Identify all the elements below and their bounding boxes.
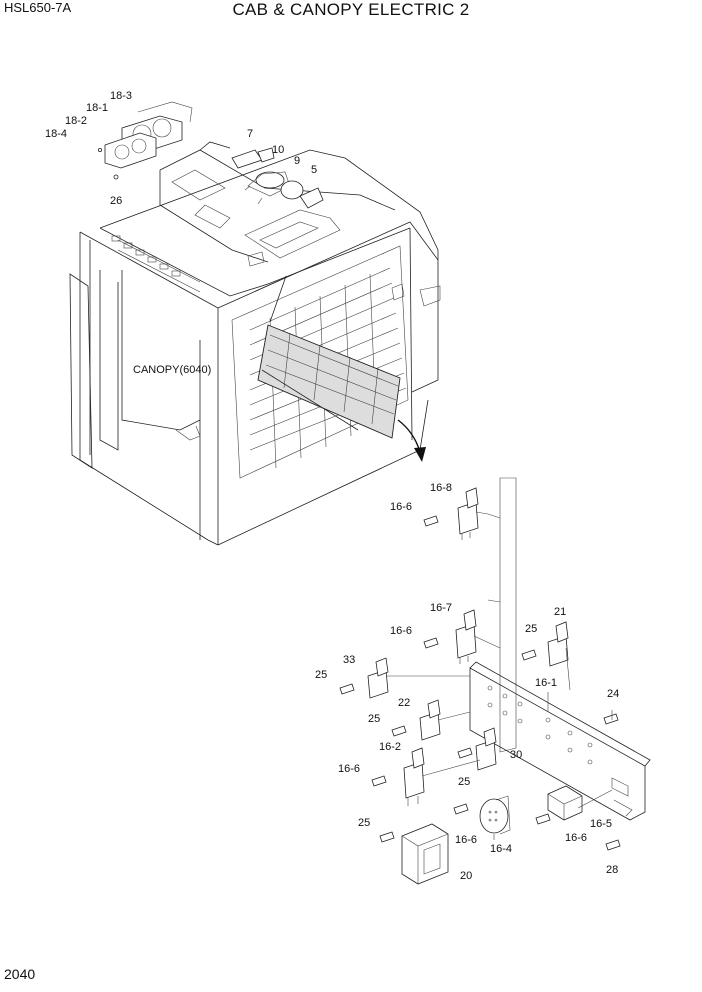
callout-5: 5 xyxy=(311,164,317,176)
callout-20: 20 xyxy=(460,870,472,882)
relay-16-7 xyxy=(455,609,477,664)
relay-21 xyxy=(547,621,569,667)
callout-28: 28 xyxy=(606,864,618,876)
callout-18-3: 18-3 xyxy=(110,90,132,102)
callout-16-2: 16-2 xyxy=(379,741,401,753)
callout-25: 25 xyxy=(358,817,370,829)
callout-25: 25 xyxy=(368,713,380,725)
relay-16-8 xyxy=(457,487,479,540)
callout-labels: 18-3 18-1 18-2 18-4 26 7 10 9 5 CANOPY(6… xyxy=(45,90,619,882)
callout-24: 24 xyxy=(607,688,619,700)
assembly-label: CANOPY(6040) xyxy=(133,364,211,376)
relay-22 xyxy=(419,699,441,741)
callout-25: 25 xyxy=(458,776,470,788)
relay-panel-location xyxy=(257,324,401,439)
controller-20 xyxy=(401,823,449,885)
callout-16-4: 16-4 xyxy=(490,843,512,855)
callout-16-7: 16-7 xyxy=(430,602,452,614)
model-number: HSL650-7A xyxy=(4,0,72,15)
callout-16-6: 16-6 xyxy=(390,501,412,513)
callout-9: 9 xyxy=(294,155,300,167)
relay-30 xyxy=(475,727,497,771)
dash-panel-drawing xyxy=(98,101,439,393)
callout-16-1: 16-1 xyxy=(535,677,557,689)
callout-16-6: 16-6 xyxy=(565,832,587,844)
callout-30: 30 xyxy=(510,749,522,761)
callout-18-1: 18-1 xyxy=(86,102,108,114)
callout-21: 21 xyxy=(554,606,566,618)
page-number: 2040 xyxy=(4,966,36,982)
callout-16-8: 16-8 xyxy=(430,482,452,494)
callout-16-6: 16-6 xyxy=(338,763,360,775)
flasher-16-5 xyxy=(547,785,583,821)
callout-16-6: 16-6 xyxy=(390,625,412,637)
callout-25: 25 xyxy=(315,669,327,681)
buzzer-16-4 xyxy=(479,795,511,835)
callout-18-4: 18-4 xyxy=(45,128,67,140)
canopy-frame-drawing xyxy=(69,221,441,546)
callout-16-6: 16-6 xyxy=(455,834,477,846)
callout-26: 26 xyxy=(110,195,122,207)
bolts xyxy=(339,515,621,851)
callout-18-2: 18-2 xyxy=(65,115,87,127)
relay-bracket-drawing xyxy=(339,477,651,885)
callout-10: 10 xyxy=(272,144,284,156)
page-title: CAB & CANOPY ELECTRIC 2 xyxy=(232,0,470,19)
detail-arrow-icon xyxy=(397,419,421,453)
relay-16-2 xyxy=(403,747,425,806)
callout-22: 22 xyxy=(398,697,410,709)
callout-7: 7 xyxy=(247,128,253,140)
relay-33 xyxy=(367,657,389,699)
callout-25: 25 xyxy=(525,623,537,635)
callout-16-5: 16-5 xyxy=(590,818,612,830)
callout-33: 33 xyxy=(343,654,355,666)
